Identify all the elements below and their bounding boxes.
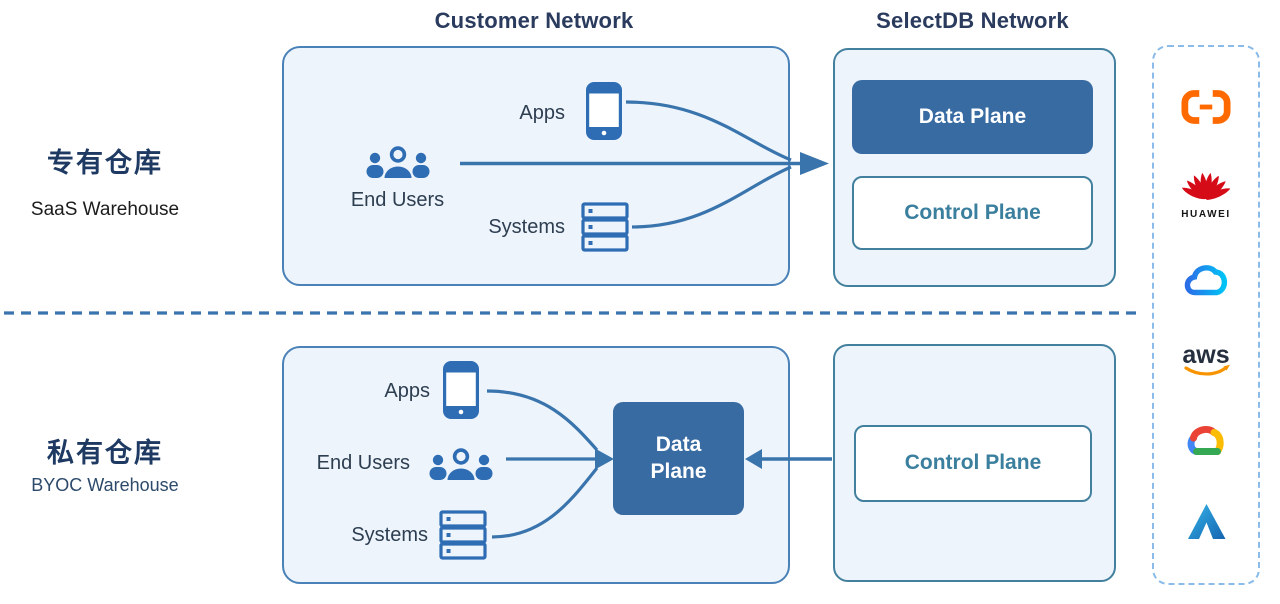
tencent-cloud-icon bbox=[1184, 264, 1228, 295]
aws-wordmark: aws bbox=[1182, 341, 1229, 369]
data-plane-box-byoc: Data Plane bbox=[613, 402, 744, 515]
data-plane-label-byoc: Data Plane bbox=[650, 433, 707, 483]
provider-azure bbox=[1183, 501, 1229, 541]
byoc-warehouse-title-zh: 私有仓库 bbox=[47, 438, 163, 468]
systems-icon-saas bbox=[581, 202, 629, 252]
control-plane-box-saas: Control Plane bbox=[852, 176, 1093, 250]
provider-aws: aws bbox=[1179, 339, 1233, 379]
apps-label-byoc: Apps bbox=[384, 380, 430, 402]
huawei-wordmark: HUAWEI bbox=[1181, 208, 1231, 220]
control-plane-label-byoc: Control Plane bbox=[904, 451, 1042, 475]
provider-alibaba-cloud bbox=[1181, 89, 1231, 125]
control-plane-label-saas: Control Plane bbox=[904, 200, 1041, 224]
data-plane-label-saas: Data Plane bbox=[918, 104, 1027, 128]
customer-network-title: Customer Network bbox=[434, 8, 634, 33]
apps-label-saas: Apps bbox=[519, 102, 565, 124]
selectdb-network-title: SelectDB Network bbox=[876, 8, 1069, 33]
systems-label-saas: Systems bbox=[488, 216, 565, 238]
control-plane-box-byoc: Control Plane bbox=[854, 425, 1092, 502]
end-users-label-byoc: End Users bbox=[316, 452, 410, 474]
provider-google-cloud bbox=[1181, 421, 1231, 459]
byoc-warehouse-title-en: BYOC Warehouse bbox=[31, 475, 179, 495]
saas-warehouse-title-en: SaaS Warehouse bbox=[30, 199, 180, 220]
systems-icon-byoc bbox=[439, 510, 487, 560]
arrowhead-top-icon bbox=[800, 152, 829, 175]
systems-label-byoc: Systems bbox=[351, 524, 428, 546]
end-users-icon-saas bbox=[366, 146, 430, 178]
google-cloud-icon bbox=[1187, 426, 1224, 456]
end-users-label-saas: End Users bbox=[350, 189, 445, 211]
huawei-cloud-icon bbox=[1181, 172, 1230, 200]
phone-icon-saas bbox=[586, 82, 622, 140]
provider-tencent-cloud bbox=[1181, 262, 1231, 298]
aws-icon: aws bbox=[1182, 341, 1230, 376]
alibaba-cloud-icon bbox=[1181, 90, 1231, 124]
phone-icon-byoc bbox=[443, 361, 479, 419]
azure-icon bbox=[1188, 504, 1226, 540]
data-plane-box-saas: Data Plane bbox=[852, 80, 1093, 154]
saas-warehouse-title-zh: 专有仓库 bbox=[47, 148, 163, 178]
customer-network-box-saas bbox=[282, 46, 790, 286]
provider-huawei: HUAWEI bbox=[1181, 167, 1231, 220]
end-users-icon-byoc bbox=[429, 448, 493, 480]
cloud-providers-panel: HUAWEI aws bbox=[1152, 45, 1260, 585]
